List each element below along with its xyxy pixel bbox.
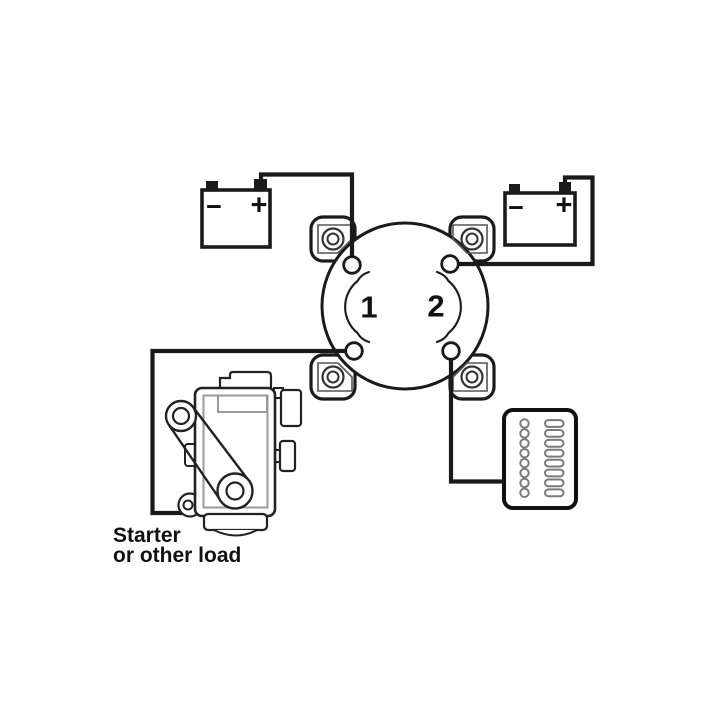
- switch-position-1-label: 1: [360, 289, 378, 325]
- engine-right-bracket-2-icon: [278, 439, 297, 473]
- fuse-panel-screws-icon: [519, 418, 530, 498]
- switch-terminal-panel-icon: [441, 341, 461, 361]
- drive-belt-icon: [168, 406, 250, 502]
- battery-selector-switch: [309, 215, 496, 401]
- engine-right-bracket-1-icon: [279, 388, 303, 428]
- battery-left-positive-label: +: [250, 189, 268, 222]
- battery-left: [200, 179, 272, 249]
- fuse-panel-body: [502, 408, 578, 510]
- switch-ear-plates-icon: [317, 224, 488, 392]
- cable-battery1-to-switch: [258, 172, 355, 258]
- fuse-panel: [502, 408, 578, 510]
- fuse-panel-fuses-icon: [544, 419, 565, 498]
- starter-engine: [164, 370, 303, 537]
- cables: [150, 172, 595, 516]
- switch-mounting-bolts-icon: [321, 227, 484, 389]
- battery-left-negative-post-icon: [206, 181, 218, 191]
- engine-head-plate: [217, 394, 268, 413]
- battery-right-negative-label: −: [508, 192, 524, 223]
- cable-switch-to-starter: [150, 348, 346, 516]
- switch-terminals: [342, 254, 461, 361]
- battery-right-body: [503, 191, 577, 247]
- switch-position-arcs-icon: [344, 270, 462, 344]
- switch-terminal-load-icon: [344, 341, 364, 361]
- battery-right-positive-label: +: [555, 189, 573, 222]
- load-caption-line2: or other load: [113, 544, 242, 567]
- battery-right-positive-post-icon: [559, 182, 571, 193]
- switch-terminal-1-icon: [342, 255, 362, 275]
- switch-position-2-label: 2: [427, 288, 445, 324]
- load-caption: Starter or other load: [113, 524, 242, 567]
- cable-switch-to-fuse-panel: [448, 359, 504, 484]
- cable-battery2-to-switch: [459, 175, 595, 267]
- switch-terminal-2-icon: [440, 254, 460, 274]
- battery-left-body: [200, 188, 272, 249]
- engine-valve-cover-icon: [218, 370, 273, 389]
- battery-right-negative-post-icon: [509, 184, 520, 193]
- battery-left-negative-label: −: [206, 191, 222, 222]
- battery-right: [503, 182, 577, 247]
- switch-knob-face: [320, 221, 490, 391]
- load-caption-line1: Starter: [113, 524, 181, 547]
- oil-pan-bulge-icon: [213, 529, 258, 537]
